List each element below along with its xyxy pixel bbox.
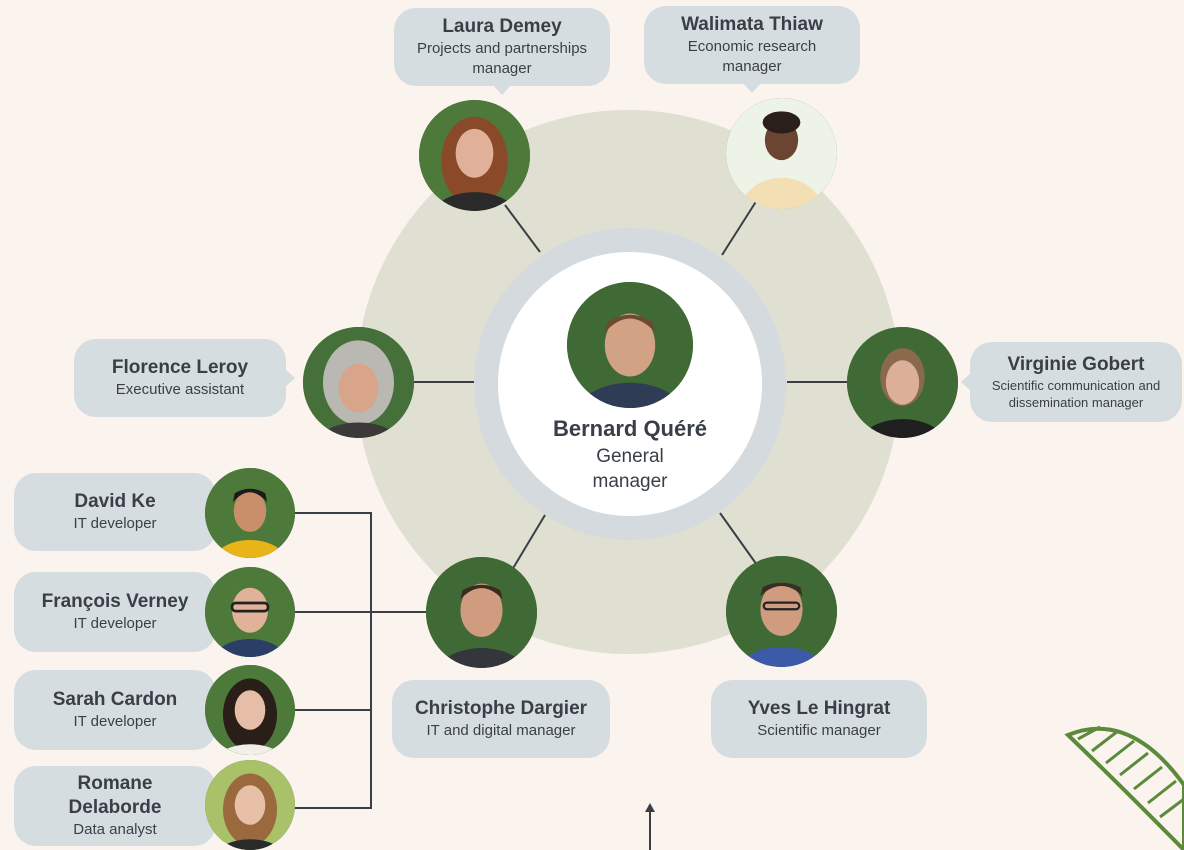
role-yves: Scientific manager (757, 722, 881, 739)
bubble-romane: Romane Delaborde Data analyst (14, 766, 225, 846)
name-virginie: Virginie Gobert (1007, 354, 1145, 375)
role-laura: Projects and partnerships manager (416, 40, 588, 77)
role-walimata: Economic research manager (687, 38, 817, 75)
name-francois: François Verney (41, 591, 189, 612)
avatar-virginie (847, 327, 958, 438)
role-virginie: Scientific communication and disseminati… (991, 378, 1161, 410)
name-romane: Romane Delaborde (68, 773, 162, 818)
role-romane: Data analyst (73, 821, 157, 838)
center-label: Bernard Quéré General manager (520, 414, 740, 494)
avatar-david (205, 468, 295, 558)
name-florence: Florence Leroy (111, 357, 249, 378)
center-role: General manager (592, 446, 668, 492)
bubble-francois: François Verney IT developer (14, 572, 225, 652)
avatar-francois (205, 567, 295, 657)
bubble-david: David Ke IT developer (14, 473, 225, 551)
name-david: David Ke (74, 491, 156, 512)
avatar-florence (303, 327, 414, 438)
role-christophe: IT and digital manager (426, 722, 576, 739)
role-florence: Executive assistant (115, 381, 245, 398)
arrow-head (645, 803, 655, 812)
avatar-bernard (567, 282, 693, 408)
bubble-florence: Florence Leroy Executive assistant (74, 339, 295, 417)
name-yves: Yves Le Hingrat (747, 698, 891, 719)
role-francois: IT developer (73, 615, 157, 632)
name-laura: Laura Demey (442, 16, 562, 37)
avatar-yves (726, 556, 837, 667)
avatar-sarah (205, 665, 295, 755)
avatar-laura (419, 100, 530, 211)
role-david: IT developer (73, 515, 157, 532)
avatar-walimata (726, 98, 837, 209)
bubble-yves: Yves Le Hingrat Scientific manager (711, 680, 927, 758)
bubble-walimata: Walimata Thiaw Economic research manager (644, 6, 860, 93)
role-sarah: IT developer (73, 713, 157, 730)
center-name: Bernard Quéré (552, 416, 708, 441)
avatar-romane (205, 760, 295, 850)
bubble-christophe: Christophe Dargier IT and digital manage… (392, 680, 610, 758)
connector-it-team-bracket (293, 512, 372, 809)
name-sarah: Sarah Cardon (52, 689, 178, 710)
bubble-sarah: Sarah Cardon IT developer (14, 670, 225, 750)
leaf-decoration (1064, 725, 1184, 850)
bubble-virginie: Virginie Gobert Scientific communication… (961, 342, 1182, 422)
name-walimata: Walimata Thiaw (681, 14, 823, 35)
avatar-christophe (426, 557, 537, 668)
bubble-laura: Laura Demey Projects and partnerships ma… (394, 8, 610, 95)
name-christophe: Christophe Dargier (414, 698, 588, 719)
